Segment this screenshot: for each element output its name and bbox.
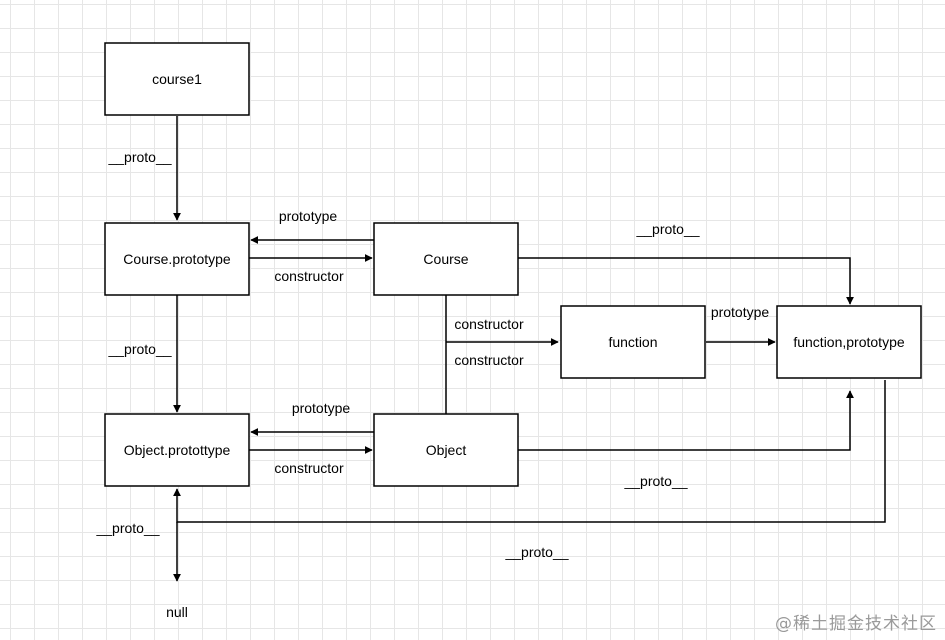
label-object-prototype-proto: __proto__: [95, 520, 159, 536]
node-course1[interactable]: course1: [104, 42, 250, 116]
node-object-label: Object: [426, 442, 467, 458]
edge-fnproto-proto-objproto: [173, 380, 886, 523]
node-course-prototype[interactable]: Course.prototype: [104, 222, 250, 296]
node-object[interactable]: Object: [373, 413, 519, 487]
label-function-prototype: prototype: [711, 304, 770, 320]
label-course-prototype-proto: __proto__: [107, 341, 171, 357]
label-fnproto-proto: __proto__: [504, 544, 568, 560]
edge-object-proto-fnproto: [518, 390, 854, 451]
node-course-prototype-label: Course.prototype: [123, 251, 231, 267]
node-function-prototype-label: function,prototype: [793, 334, 905, 350]
label-course-prototype: prototype: [279, 208, 338, 224]
node-course1-label: course1: [152, 71, 202, 87]
node-function-label: function: [608, 334, 657, 350]
label-object-proto-fnproto: __proto__: [623, 473, 687, 489]
node-course[interactable]: Course: [373, 222, 519, 296]
watermark: @稀土掘金技术社区: [775, 614, 937, 634]
edge-course-proto-fnproto: [518, 257, 854, 305]
node-function[interactable]: function: [560, 305, 706, 379]
label-object-prototype: prototype: [292, 400, 351, 416]
node-course-label: Course: [423, 251, 468, 267]
label-course-proto-fnproto: __proto__: [635, 221, 699, 237]
label-course-constructor: constructor: [274, 268, 344, 284]
label-object-constructor: constructor: [274, 460, 344, 476]
null-terminal: null: [166, 604, 188, 620]
label-course-constructor-function: constructor: [454, 316, 524, 332]
node-function-prototype[interactable]: function,prototype: [776, 305, 922, 379]
label-course1-proto: __proto__: [107, 149, 171, 165]
label-object-constructor-function: constructor: [454, 352, 524, 368]
node-object-prototype[interactable]: Object.protottype: [104, 413, 250, 487]
node-object-prototype-label: Object.protottype: [124, 442, 231, 458]
